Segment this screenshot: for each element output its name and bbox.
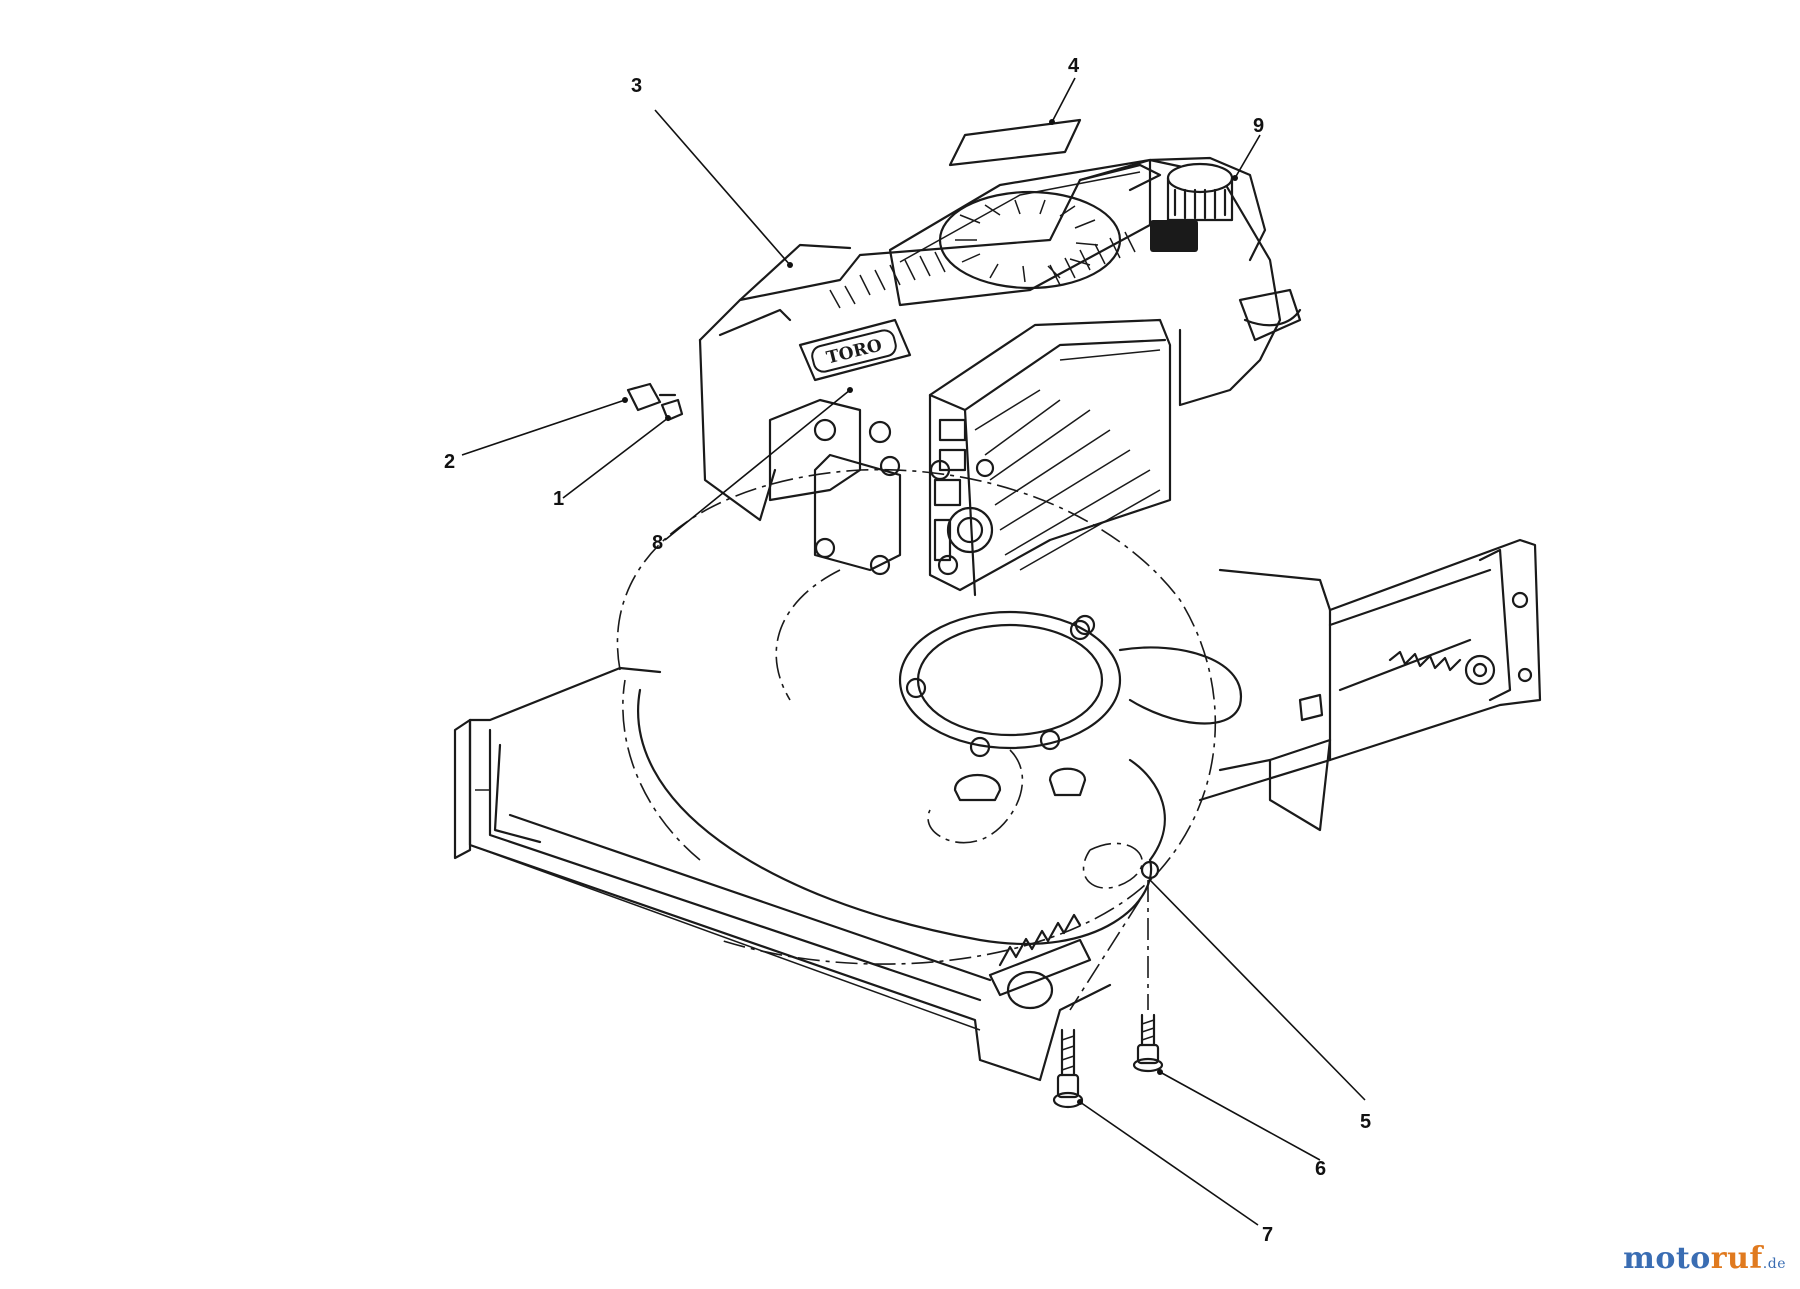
watermark-logo: motoruf.de [1623, 1241, 1786, 1276]
callout-1: 1 [553, 488, 564, 510]
callout-3: 3 [631, 75, 642, 97]
hardware-bolt-2 [626, 382, 677, 412]
callout-4: 4 [1068, 55, 1080, 77]
watermark-tld: .de [1762, 1256, 1786, 1272]
watermark-text-b: ruf [1710, 1241, 1763, 1276]
callout-5: 5 [1360, 1111, 1371, 1133]
watermark-text-a: moto [1623, 1241, 1711, 1276]
leader-lines [461, 77, 1366, 1226]
callout-6: 6 [1315, 1158, 1326, 1180]
mower-deck [453, 468, 1542, 1082]
decal-part-4 [948, 118, 1082, 167]
fuel-cap [1150, 162, 1234, 252]
hardware-clip-1 [660, 398, 684, 422]
hardware-screw-6 [1132, 1013, 1164, 1073]
muffler [928, 318, 1172, 597]
callout-numbers: 1 2 3 4 5 6 7 8 9 [444, 55, 1371, 1246]
callout-2: 2 [444, 451, 455, 473]
callout-9: 9 [1253, 115, 1264, 137]
callout-7: 7 [1262, 1224, 1273, 1246]
engine-assembly: TORO [698, 156, 1302, 597]
engine-nameplate: TORO [798, 318, 912, 382]
callout-8: 8 [652, 532, 663, 554]
hardware-screw-7 [1052, 1028, 1084, 1109]
